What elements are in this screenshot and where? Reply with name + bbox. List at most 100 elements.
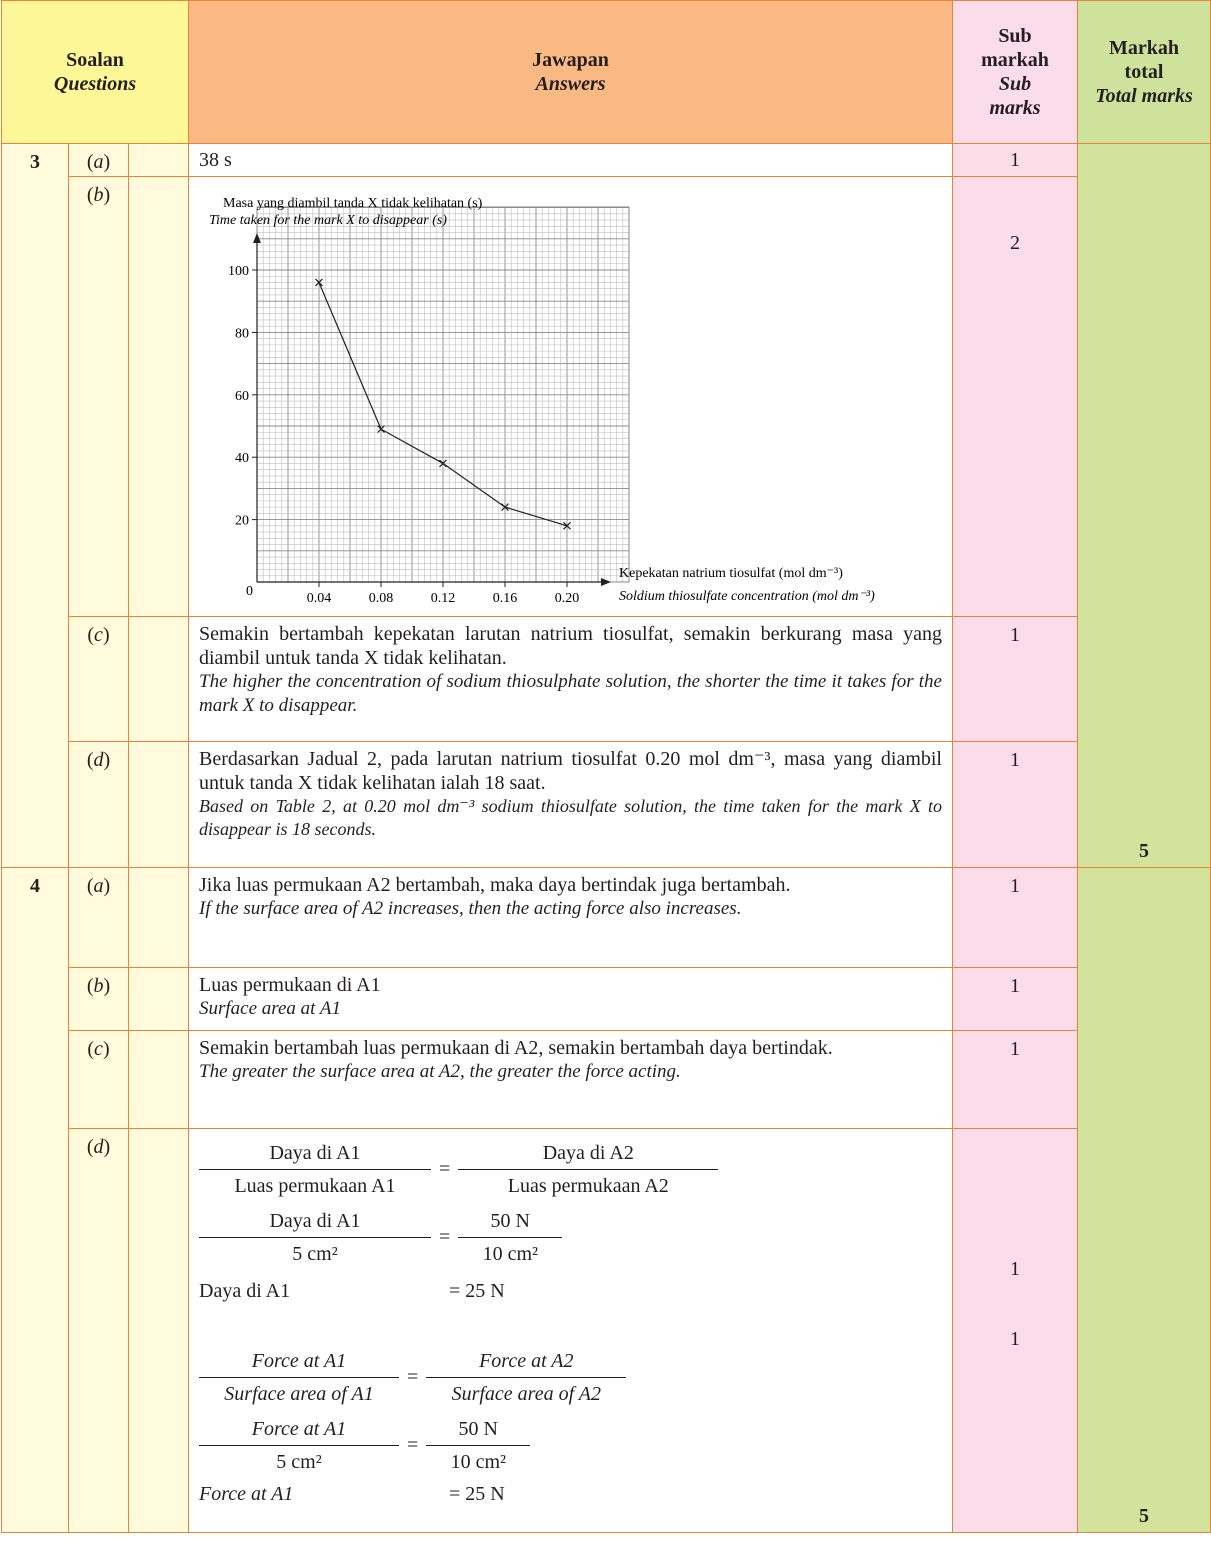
x-tick-label: 0.12 xyxy=(431,591,456,606)
header-total-marks: Markah total Total marks xyxy=(1077,0,1211,144)
part-label: (d) xyxy=(68,1128,129,1533)
sub-marks-4d-1: 1 xyxy=(1010,1258,1020,1280)
result-label: Force at A1 xyxy=(199,1483,294,1505)
part-blank xyxy=(128,176,189,617)
y-tick-label: 60 xyxy=(235,389,249,404)
part-label: (c) xyxy=(68,616,129,742)
answer-4b-en: Surface area at A1 xyxy=(199,998,341,1019)
result-value: = 25 N xyxy=(449,1280,505,1302)
part-blank xyxy=(128,867,189,968)
y-tick-label: 40 xyxy=(235,451,249,466)
equation-en-general: Force at A1 Surface area of A1 = Force at… xyxy=(199,1343,942,1411)
question-number-3: 3 xyxy=(1,143,69,868)
graph-marks xyxy=(315,278,571,530)
total-marks-4: 5 xyxy=(1077,867,1211,1533)
header-answers-ms: Jawapan xyxy=(532,49,609,71)
y-tick-label: 20 xyxy=(235,514,249,529)
data-point-stroke xyxy=(377,425,385,434)
total-marks-3: 5 xyxy=(1077,143,1211,868)
answer-4a-en: If the surface area of A2 increases, the… xyxy=(199,898,742,919)
fraction-denominator: 5 cm² xyxy=(276,1450,322,1473)
table-row: 4 (a) Jika luas permukaan A2 bertambah, … xyxy=(1,867,1211,1533)
data-point xyxy=(315,278,323,287)
x-tick-label: 0.04 xyxy=(307,591,332,606)
answer-3a: 38 s xyxy=(188,143,953,177)
y-axis-arrow xyxy=(253,233,261,243)
data-point xyxy=(377,425,385,434)
answer-3d: Berdasarkan Jadual 2, pada larutan natri… xyxy=(188,741,953,868)
header-total-ms1: Markah xyxy=(1109,37,1179,59)
table-row: (d) Daya di A1 Luas permukaan A1 = Daya d… xyxy=(2,1128,1211,1533)
data-point xyxy=(563,521,571,530)
equals-sign: = xyxy=(407,1434,419,1456)
answer-4c: Semakin bertambah luas permukaan di A2, … xyxy=(188,1030,953,1129)
table-row: 3 (a) 38 s 1 5 xyxy=(1,143,1211,868)
header-total-en: Total marks xyxy=(1095,85,1193,107)
sub-marks-4d-2: 1 xyxy=(1010,1328,1020,1350)
result-en: Force at A1 = 25 N xyxy=(199,1479,942,1509)
data-point xyxy=(439,459,447,468)
data-point-stroke xyxy=(501,503,509,512)
header-sub-marks: Sub markah Sub marks xyxy=(952,0,1078,144)
table-row: (c) Semakin bertambah luas permukaan di … xyxy=(2,1030,1211,1129)
part-blank xyxy=(128,616,189,742)
x-axis-arrow xyxy=(601,578,611,586)
graph-grid xyxy=(256,206,630,583)
part-label: (b) xyxy=(68,967,129,1031)
answer-4c-en: The greater the surface area at A2, the … xyxy=(199,1061,681,1082)
fraction-denominator: Surface area of A1 xyxy=(224,1382,374,1405)
header-sub-en1: Sub xyxy=(998,73,1032,95)
sub-marks-4b: 1 xyxy=(952,967,1078,1031)
part-label: (d) xyxy=(68,741,129,868)
answer-4b-ms: Luas permukaan di A1 xyxy=(199,974,381,996)
fraction-numerator: 50 N xyxy=(458,1209,563,1238)
header-total-ms2: total xyxy=(1124,61,1164,83)
fraction-numerator: Force at A1 xyxy=(199,1417,399,1446)
fraction-numerator: Force at A2 xyxy=(426,1349,627,1378)
fraction-denominator: 5 cm² xyxy=(292,1242,338,1265)
result-value: = 25 N xyxy=(449,1483,505,1505)
x-tick-label: 0.08 xyxy=(369,591,394,606)
fraction-denominator: Surface area of A2 xyxy=(451,1382,601,1405)
answer-4c-ms: Semakin bertambah luas permukaan di A2, … xyxy=(199,1037,833,1059)
equals-sign: = xyxy=(407,1366,419,1388)
table-row: (b) Luas permukaan di A1 Surface area at… xyxy=(2,967,1211,1031)
answer-4a-ms: Jika luas permukaan A2 bertambah, maka d… xyxy=(199,874,791,896)
table-row: (c) Semakin bertambah kepekatan larutan … xyxy=(2,616,1211,742)
answer-3c-ms: Semakin bertambah kepekatan larutan natr… xyxy=(199,623,942,669)
header-questions-en: Questions xyxy=(53,73,137,95)
part-blank xyxy=(128,741,189,868)
y-tick-label: 80 xyxy=(235,326,249,341)
table-row: (d) Berdasarkan Jadual 2, pada larutan n… xyxy=(2,741,1211,868)
equals-sign: = xyxy=(439,1226,451,1248)
fraction-numerator: Daya di A1 xyxy=(199,1141,431,1170)
part-blank xyxy=(128,967,189,1031)
part-label: (c) xyxy=(68,1030,129,1129)
fraction-numerator: Daya di A1 xyxy=(199,1209,431,1238)
answer-3c: Semakin bertambah kepekatan larutan natr… xyxy=(188,616,953,742)
sub-marks-4d: 1 1 xyxy=(952,1128,1078,1533)
question-number-4: 4 xyxy=(1,867,69,1533)
fraction-denominator: Luas permukaan A1 xyxy=(234,1174,396,1197)
sub-marks-4a: 1 xyxy=(952,867,1078,968)
fraction-numerator: Force at A1 xyxy=(199,1349,399,1378)
sub-marks-3d: 1 xyxy=(952,741,1078,868)
y-tick-label: 100 xyxy=(228,264,249,279)
x-axis-label-en: Soldium thiosulfate concentration (mol d… xyxy=(619,589,875,604)
result-label: Daya di A1 xyxy=(199,1280,291,1302)
data-point-stroke xyxy=(315,278,323,287)
header-sub-en2: marks xyxy=(989,97,1041,119)
sub-marks-3a: 1 xyxy=(952,143,1078,177)
answer-4a: Jika luas permukaan A2 bertambah, maka d… xyxy=(188,867,953,968)
part-label: (b) xyxy=(68,176,129,617)
header-sub-ms1: Sub xyxy=(998,25,1032,47)
header-answers-en: Answers xyxy=(535,73,606,95)
part-label: (a) xyxy=(68,143,129,177)
